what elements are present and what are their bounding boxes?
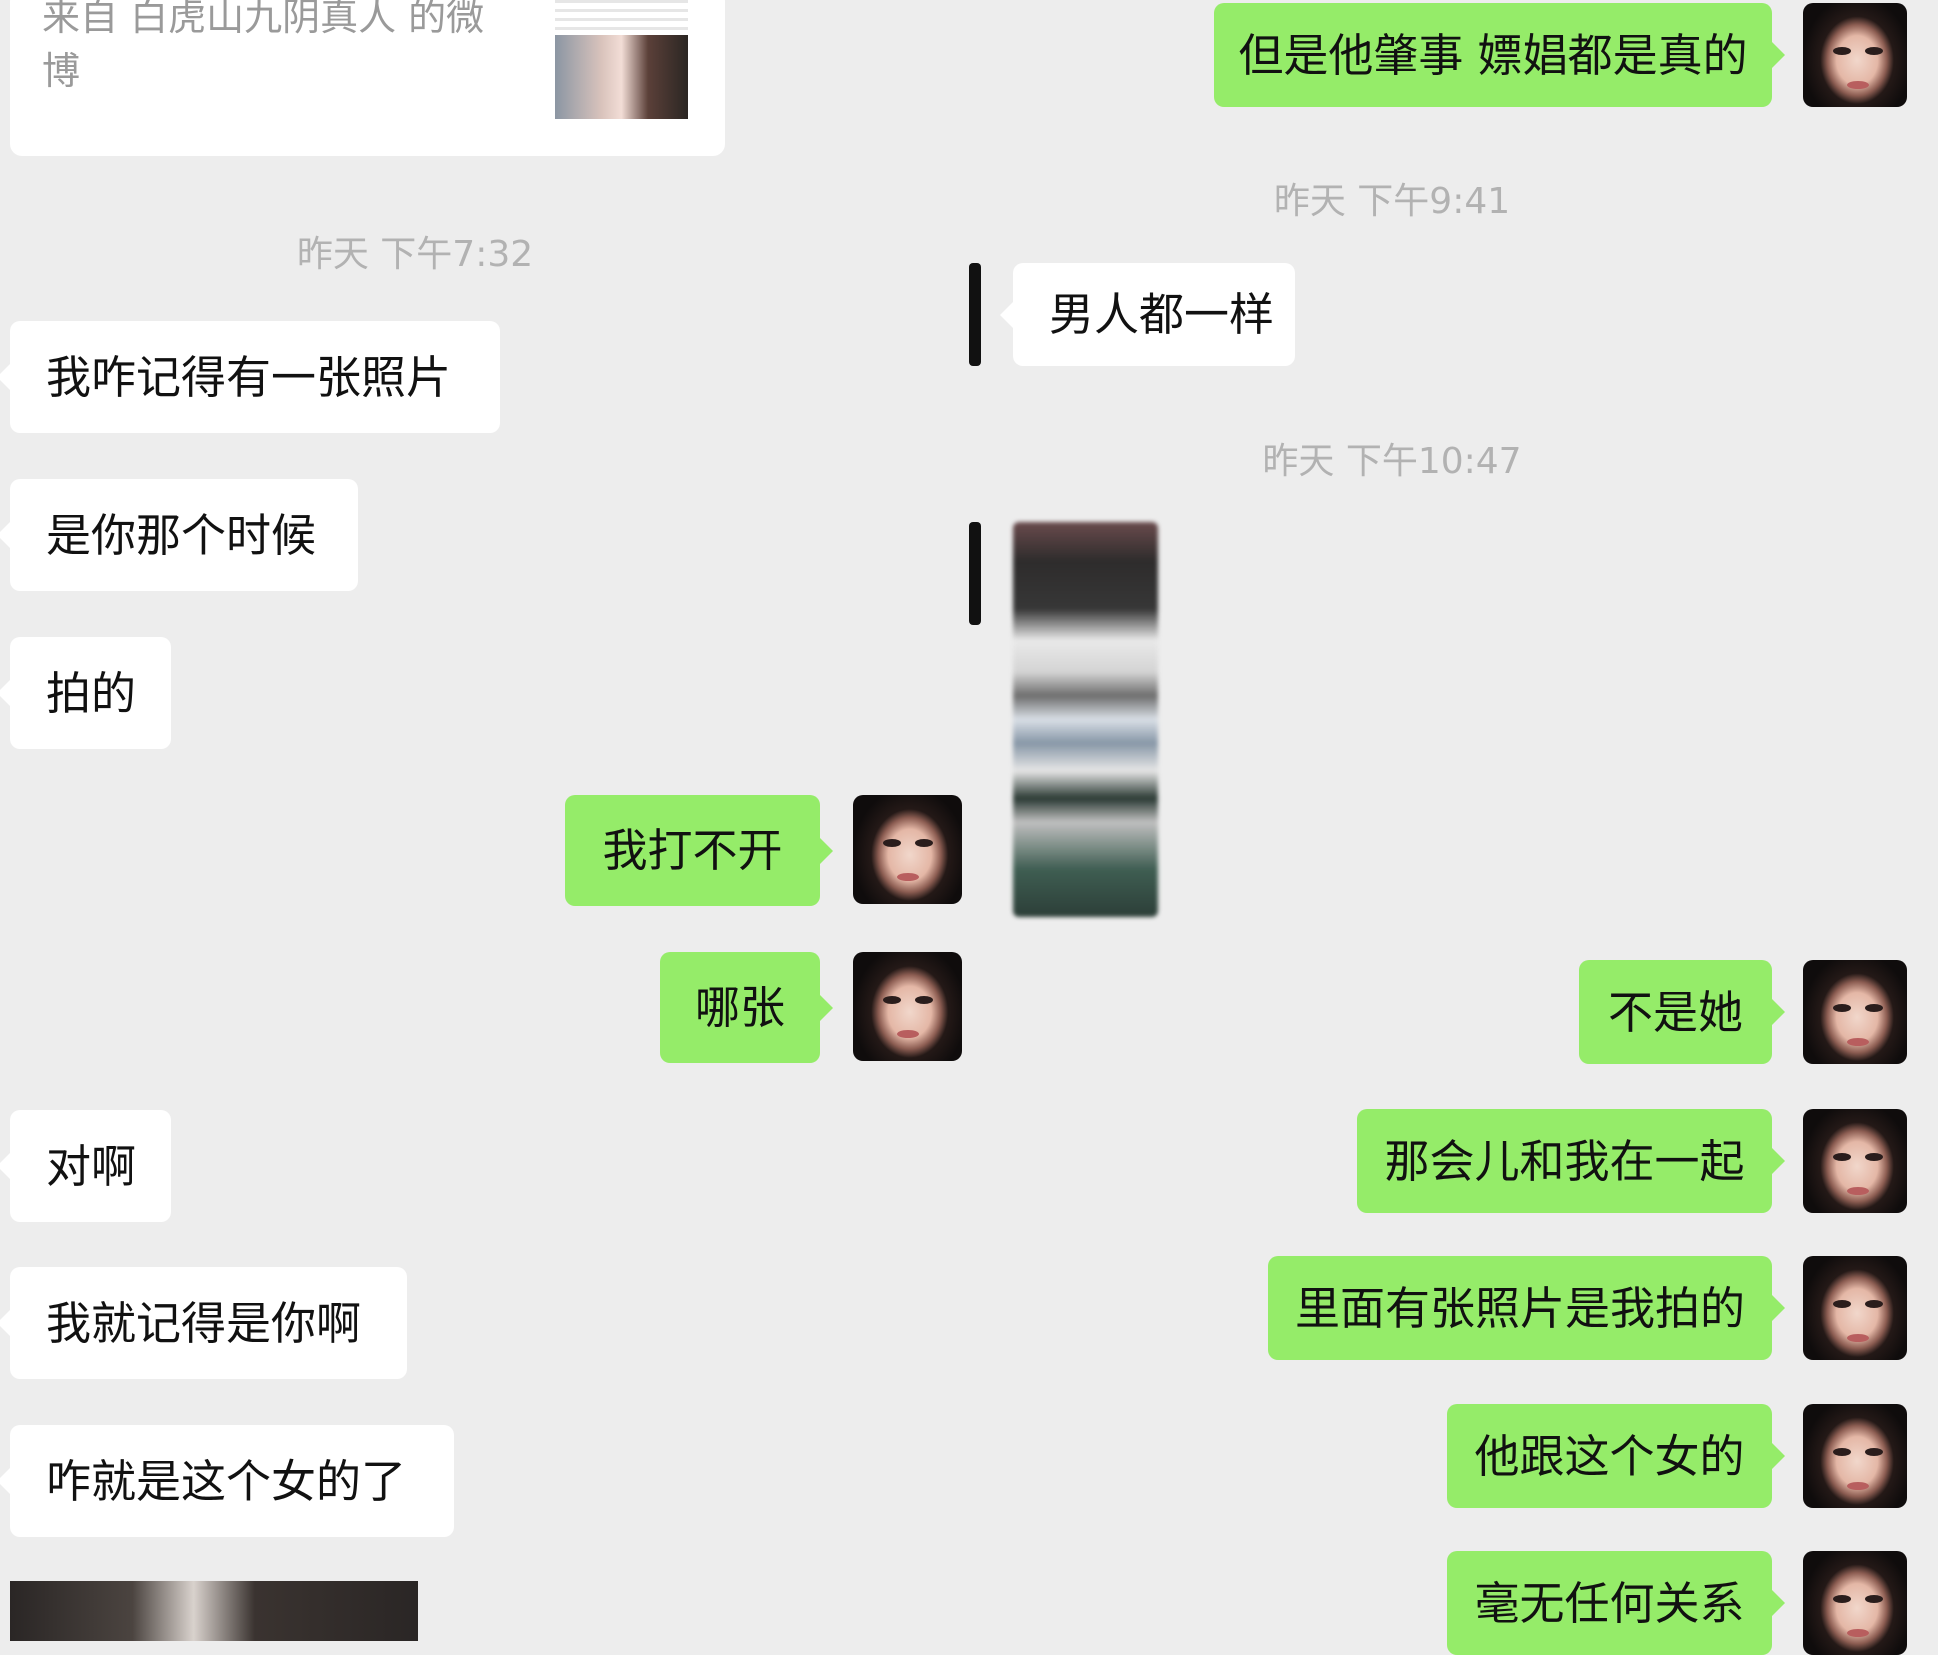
received-message[interactable]: 是你那个时候 — [0, 479, 358, 591]
message-text: 我打不开 — [602, 824, 783, 877]
message-text: 那会儿和我在一起 — [1384, 1134, 1745, 1188]
received-message[interactable]: 咋就是这个女的了 — [0, 1425, 454, 1537]
user-avatar[interactable] — [1803, 3, 1907, 107]
timestamp: 昨天 下午10:47 — [1262, 441, 1522, 482]
avatar-edge — [969, 263, 981, 366]
user-avatar[interactable] — [853, 795, 962, 904]
sent-message[interactable]: 里面有张照片是我拍的 — [1268, 1256, 1785, 1360]
message-text: 里面有张照片是我拍的 — [1295, 1281, 1746, 1335]
message-text: 咋就是这个女的了 — [46, 1454, 407, 1508]
avatar-edge — [969, 522, 981, 625]
received-message[interactable]: 男人都一样 — [1000, 263, 1295, 366]
message-text: 不是她 — [1608, 985, 1744, 1039]
received-message[interactable]: 我就记得是你啊 — [0, 1267, 407, 1379]
message-text: 毫无任何关系 — [1474, 1577, 1745, 1630]
timestamp: 昨天 下午7:32 — [296, 234, 534, 275]
shared-card-source-text: 来自 白虎山九阴真人 的微博 — [42, 0, 485, 93]
user-avatar[interactable] — [1803, 1404, 1907, 1508]
message-text: 但是他肇事 嫖娼都是真的 — [1238, 28, 1748, 82]
sent-message[interactable]: 毫无任何关系 — [1447, 1551, 1785, 1655]
sent-message[interactable]: 他跟这个女的 — [1447, 1404, 1785, 1508]
timestamp: 昨天 下午9:41 — [1273, 181, 1511, 222]
message-text: 对啊 — [46, 1139, 137, 1193]
user-avatar[interactable] — [1803, 1256, 1907, 1360]
sent-message[interactable]: 我打不开 — [565, 795, 833, 906]
received-image[interactable] — [1013, 522, 1158, 917]
user-avatar[interactable] — [1803, 1551, 1907, 1655]
sent-message[interactable]: 那会儿和我在一起 — [1357, 1109, 1785, 1213]
received-message[interactable]: 我咋记得有一张照片 — [0, 321, 500, 433]
message-text: 我咋记得有一张照片 — [46, 350, 452, 404]
received-message[interactable]: 对啊 — [0, 1110, 171, 1222]
message-text: 拍的 — [46, 666, 137, 720]
user-avatar[interactable] — [1803, 1109, 1907, 1213]
message-text: 哪张 — [694, 981, 785, 1034]
message-text: 我就记得是你啊 — [46, 1296, 362, 1350]
received-photo[interactable] — [10, 1581, 418, 1641]
shared-weibo-card[interactable]: 来自 白虎山九阴真人 的微博 — [10, 0, 725, 156]
message-text: 他跟这个女的 — [1474, 1429, 1745, 1483]
shared-card-thumbnail — [555, 35, 688, 119]
message-text: 是你那个时候 — [46, 508, 317, 562]
received-message[interactable]: 拍的 — [0, 637, 171, 749]
sent-message[interactable]: 但是他肇事 嫖娼都是真的 — [1214, 3, 1785, 107]
user-avatar[interactable] — [853, 952, 962, 1061]
user-avatar[interactable] — [1803, 960, 1907, 1064]
sent-message[interactable]: 不是她 — [1579, 960, 1785, 1064]
shared-card-caption-lines — [555, 0, 688, 30]
message-text: 男人都一样 — [1049, 288, 1275, 341]
sent-message[interactable]: 哪张 — [660, 952, 833, 1063]
